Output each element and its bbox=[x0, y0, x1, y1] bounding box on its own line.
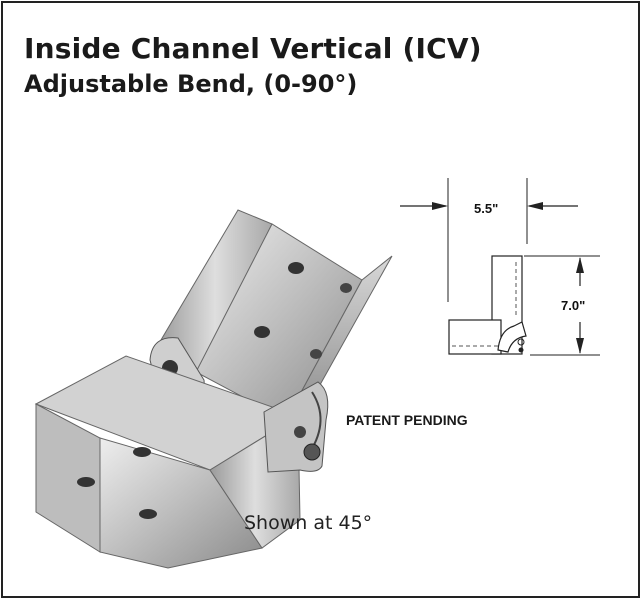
dimension-drawing: 5.5" 7.0" bbox=[400, 178, 600, 356]
arrowhead-icon bbox=[576, 338, 584, 354]
upper-hole bbox=[288, 262, 304, 274]
bend-photo bbox=[34, 209, 393, 569]
upper-hole bbox=[340, 283, 352, 293]
upper-hole bbox=[254, 326, 270, 338]
arrowhead-icon bbox=[527, 202, 543, 210]
width-dimension-label: 5.5" bbox=[474, 201, 498, 216]
lower-hole bbox=[77, 477, 95, 487]
lower-hole bbox=[139, 509, 157, 519]
patent-pending-label: PATENT PENDING bbox=[346, 412, 468, 428]
photo-caption: Shown at 45° bbox=[244, 512, 373, 534]
arrowhead-icon bbox=[576, 257, 584, 273]
drawing-hinge bbox=[497, 321, 527, 353]
page-subtitle: Adjustable Bend, (0-90°) bbox=[24, 70, 358, 98]
height-dimension-label: 7.0" bbox=[561, 298, 585, 313]
hinge-nut-icon bbox=[303, 443, 321, 461]
drawing-base bbox=[448, 319, 502, 355]
arrowhead-icon bbox=[432, 202, 448, 210]
lower-hole bbox=[133, 447, 151, 457]
lower-bottom-plate bbox=[99, 437, 263, 569]
hinge-bolt-icon bbox=[517, 338, 525, 346]
upper-hole bbox=[310, 349, 322, 359]
hinge-bolt-icon bbox=[518, 347, 524, 353]
hinge-bolt-icon bbox=[294, 426, 306, 438]
page-title: Inside Channel Vertical (ICV) bbox=[24, 32, 482, 65]
